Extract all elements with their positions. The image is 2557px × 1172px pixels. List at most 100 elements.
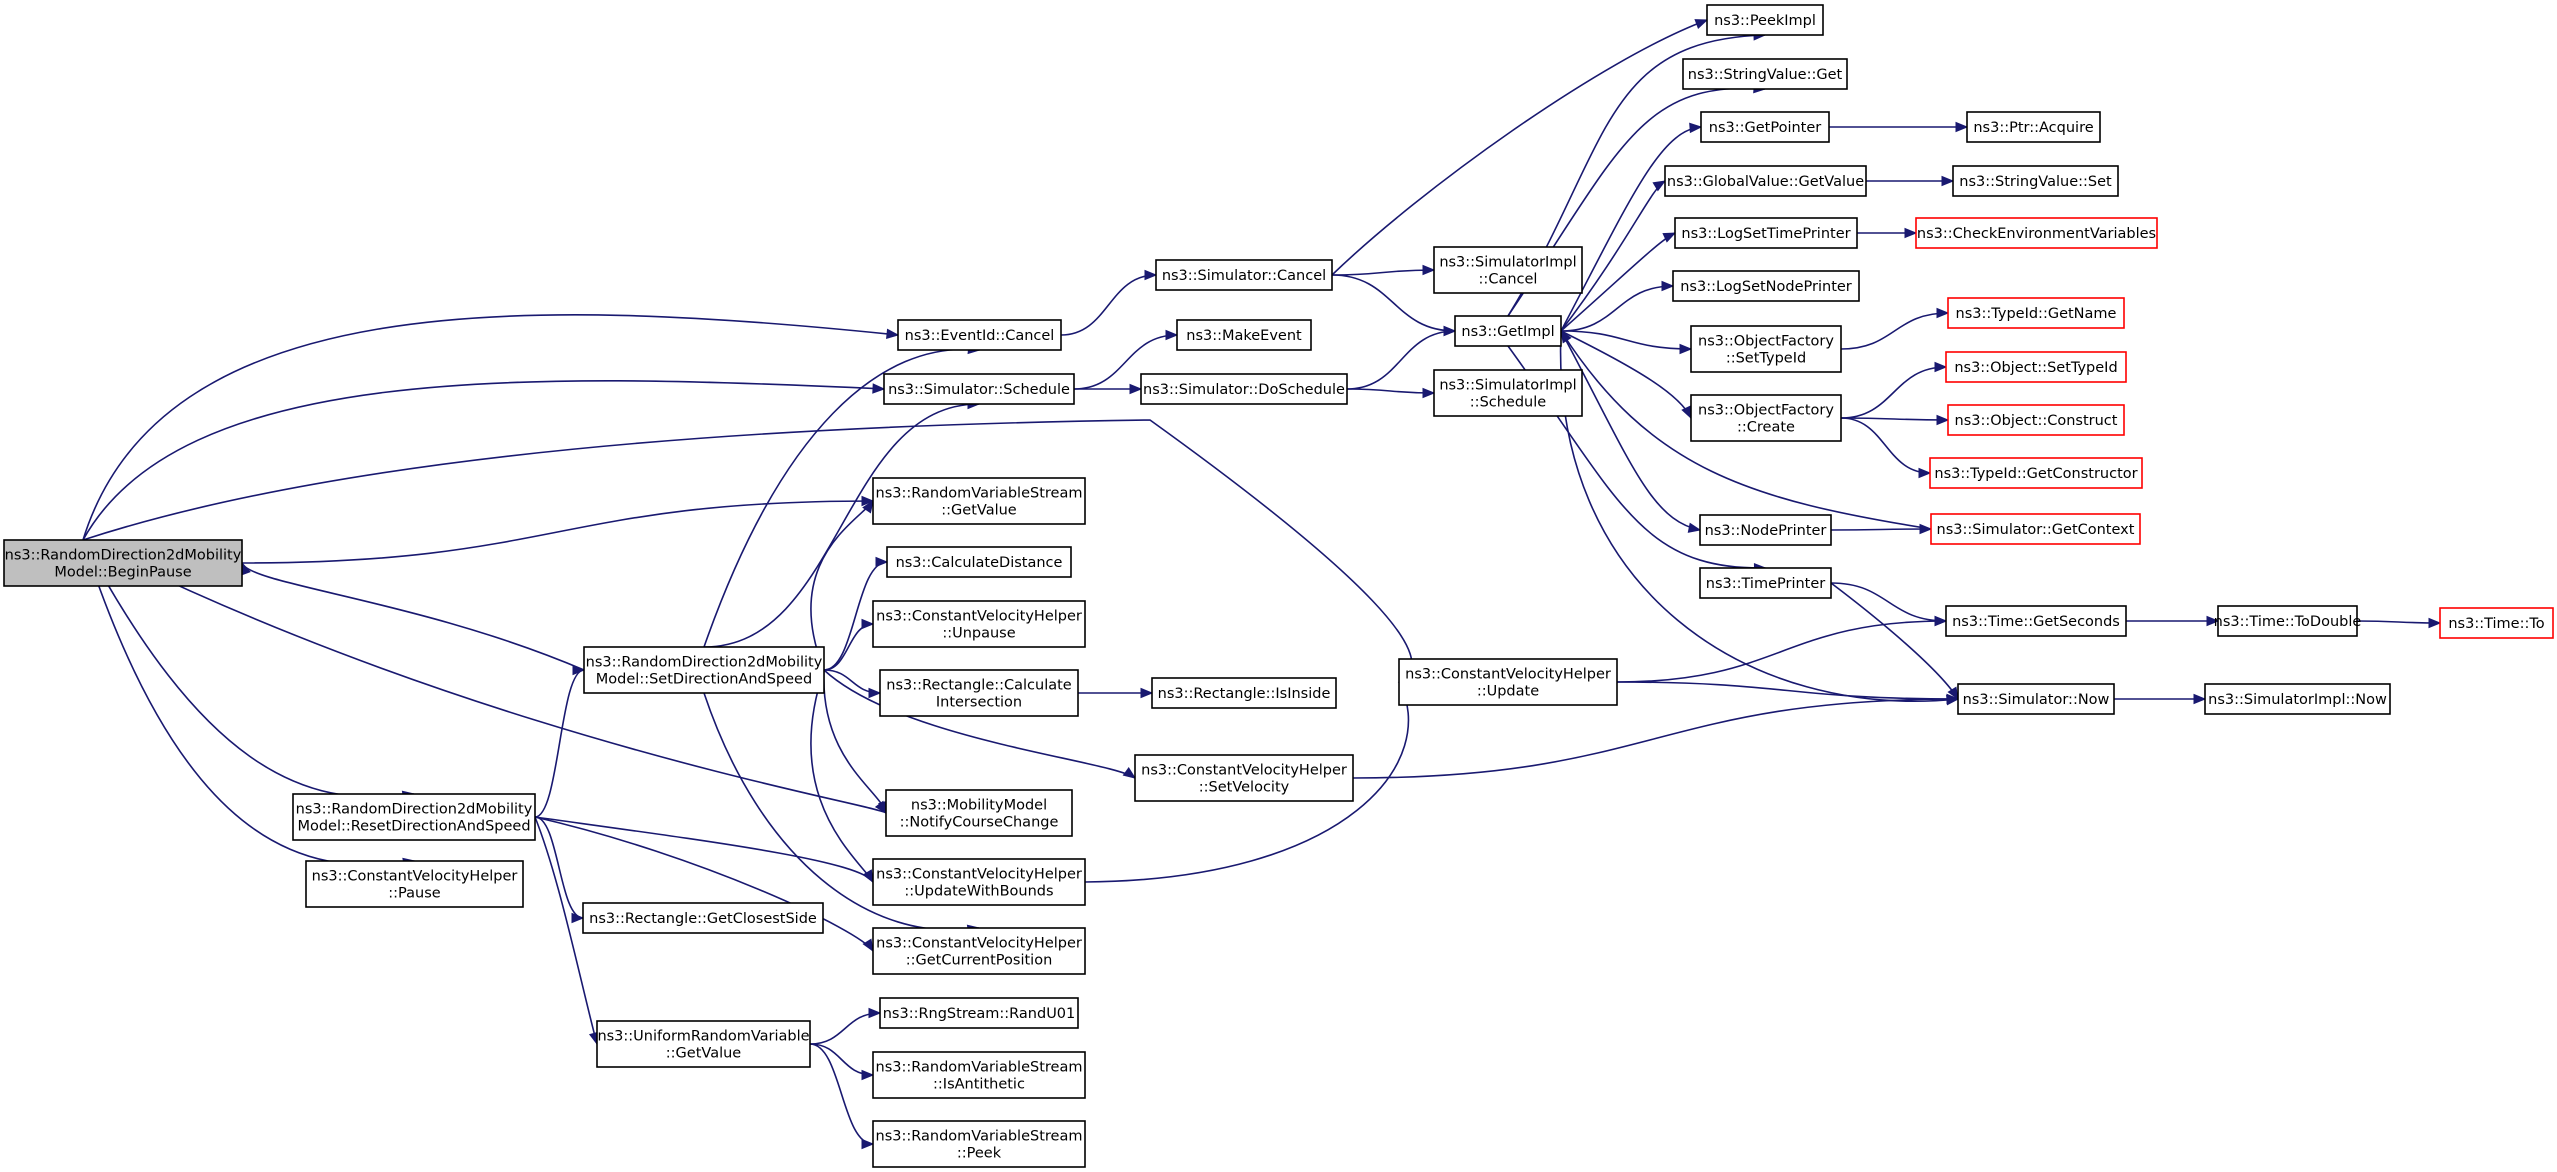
node-reset_dir[interactable]: ns3::RandomDirection2dMobilityModel::Res… <box>292 793 536 841</box>
node-strval_get[interactable]: ns3::StringValue::Get <box>1682 58 1848 90</box>
arrowhead-rect_calc-to-rect_inside <box>1140 687 1154 699</box>
node-box <box>1945 351 2127 383</box>
node-box <box>885 789 1073 837</box>
edge-sim_dosched-to-simimpl_sched <box>1346 388 1435 394</box>
node-get_pointer[interactable]: ns3::GetPointer <box>1700 111 1830 143</box>
node-check_env[interactable]: ns3::CheckEnvironmentVariables <box>1915 217 2158 249</box>
node-set_dir[interactable]: ns3::RandomDirection2dMobilityModel::Set… <box>583 646 825 694</box>
arrowhead-reset_dir-to-set_dir <box>572 664 586 676</box>
node-label: ::Unpause <box>942 626 1015 642</box>
node-box <box>1134 754 1354 802</box>
node-label: ns3::TimePrinter <box>1706 576 1826 592</box>
edge-sim_dosched-to-get_impl <box>1346 330 1456 390</box>
node-rvs_anti[interactable]: ns3::RandomVariableStream::IsAntithetic <box>872 1051 1086 1099</box>
node-begin_pause[interactable]: ns3::RandomDirection2dMobilityModel::Beg… <box>3 539 243 587</box>
node-cvh_setvel[interactable]: ns3::ConstantVelocityHelper::SetVelocity <box>1134 754 1354 802</box>
edge-sim_cancel-to-peek_impl <box>1331 19 1708 276</box>
node-get_impl[interactable]: ns3::GetImpl <box>1454 315 1562 347</box>
node-peek_impl[interactable]: ns3::PeekImpl <box>1706 4 1824 36</box>
node-sim_cancel[interactable]: ns3::Simulator::Cancel <box>1155 259 1333 291</box>
node-of_create[interactable]: ns3::ObjectFactory::Create <box>1690 394 1842 442</box>
node-rvs_peek[interactable]: ns3::RandomVariableStream::Peek <box>872 1120 1086 1168</box>
node-label: ns3::GetImpl <box>1461 324 1554 340</box>
node-box <box>1947 297 2125 329</box>
edge-sim_cancel-to-get_impl <box>1331 274 1456 332</box>
arrowhead-of_create-to-typeid_ctor <box>1918 467 1932 479</box>
node-sim_getctx[interactable]: ns3::Simulator::GetContext <box>1930 513 2141 545</box>
node-sim_now[interactable]: ns3::Simulator::Now <box>1957 683 2115 715</box>
node-simimpl_now[interactable]: ns3::SimulatorImpl::Now <box>2204 683 2391 715</box>
node-mm_notify[interactable]: ns3::MobilityModel::NotifyCourseChange <box>885 789 1073 837</box>
node-rng_randu01[interactable]: ns3::RngStream::RandU01 <box>879 997 1079 1029</box>
edge-get_impl-to-sim_now <box>1559 330 1959 702</box>
node-box <box>1957 683 2115 715</box>
node-label: ns3::RandomDirection2dMobility <box>586 655 823 671</box>
node-label: ns3::Object::SetTypeId <box>1954 360 2117 376</box>
edge-begin_pause-to-sim_schedule <box>82 379 885 541</box>
node-layer: ns3::RandomDirection2dMobilityModel::Beg… <box>3 4 2554 1168</box>
node-simimpl_sched[interactable]: ns3::SimulatorImpl::Schedule <box>1433 369 1583 417</box>
node-obj_construct[interactable]: ns3::Object::Construct <box>1947 404 2125 436</box>
node-box <box>872 600 1086 648</box>
node-box <box>872 1051 1086 1099</box>
node-calc_dist[interactable]: ns3::CalculateDistance <box>886 546 1072 578</box>
node-time_getsec[interactable]: ns3::Time::GetSeconds <box>1945 605 2127 637</box>
node-label: ns3::Simulator::Schedule <box>888 382 1070 398</box>
node-rect_closest[interactable]: ns3::Rectangle::GetClosestSide <box>582 902 824 934</box>
node-obj_settypeid[interactable]: ns3::Object::SetTypeId <box>1945 351 2127 383</box>
node-label: ns3::RandomVariableStream <box>876 1129 1083 1145</box>
node-cvh_unpause[interactable]: ns3::ConstantVelocityHelper::Unpause <box>872 600 1086 648</box>
node-strval_set[interactable]: ns3::StringValue::Set <box>1952 165 2119 197</box>
node-rvs_get[interactable]: ns3::RandomVariableStream::GetValue <box>872 477 1086 525</box>
node-label: ::Peek <box>957 1146 1002 1162</box>
node-sim_dosched[interactable]: ns3::Simulator::DoSchedule <box>1140 373 1348 405</box>
node-label: ns3::ObjectFactory <box>1698 403 1834 419</box>
node-make_event[interactable]: ns3::MakeEvent <box>1176 319 1312 351</box>
node-log_node[interactable]: ns3::LogSetNodePrinter <box>1672 270 1860 302</box>
node-cvh_update[interactable]: ns3::ConstantVelocityHelper::Update <box>1398 658 1618 706</box>
edge-of_create-to-obj_settypeid <box>1840 366 1947 419</box>
arrowhead-get_impl-to-log_node <box>1661 280 1675 292</box>
edge-set_dir-to-event_cancel <box>703 348 980 648</box>
node-simimpl_cancel[interactable]: ns3::SimulatorImpl::Cancel <box>1433 246 1583 294</box>
node-gv_getvalue[interactable]: ns3::GlobalValue::GetValue <box>1664 165 1867 197</box>
node-label: ns3::Time::To <box>2448 616 2544 632</box>
node-sim_schedule[interactable]: ns3::Simulator::Schedule <box>883 373 1075 405</box>
node-log_time[interactable]: ns3::LogSetTimePrinter <box>1674 217 1858 249</box>
node-node_printer[interactable]: ns3::NodePrinter <box>1699 514 1832 546</box>
arrowhead-of_create-to-obj_construct <box>1936 414 1950 426</box>
edge-set_dir-to-begin_pause <box>241 562 585 671</box>
arrowhead-uniform_get-to-rng_randu01 <box>868 1007 882 1019</box>
node-time_printer[interactable]: ns3::TimePrinter <box>1699 567 1832 599</box>
node-label: ns3::StringValue::Get <box>1688 67 1843 83</box>
arrowhead-time_getsec-to-time_todouble <box>2206 615 2220 627</box>
edge-uniform_get-to-rvs_anti <box>809 1043 874 1076</box>
arrowhead-time_todouble-to-time_to <box>2428 617 2442 629</box>
node-box <box>3 539 243 587</box>
node-box <box>1700 111 1830 143</box>
node-of_settypeid[interactable]: ns3::ObjectFactory::SetTypeId <box>1690 325 1842 373</box>
node-label: ns3::Object::Construct <box>1955 413 2118 429</box>
node-cvh_upd_bounds[interactable]: ns3::ConstantVelocityHelper::UpdateWithB… <box>872 858 1086 906</box>
node-rect_inside[interactable]: ns3::Rectangle::IsInside <box>1151 677 1337 709</box>
arrowhead-set_dir-to-cvh_setvel <box>1122 767 1137 779</box>
node-typeid_ctor[interactable]: ns3::TypeId::GetConstructor <box>1929 457 2143 489</box>
node-ptr_acquire[interactable]: ns3::Ptr::Acquire <box>1966 111 2101 143</box>
node-label: ns3::ConstantVelocityHelper <box>876 936 1082 952</box>
node-time_todouble[interactable]: ns3::Time::ToDouble <box>2214 605 2362 637</box>
node-time_to[interactable]: ns3::Time::To <box>2439 607 2554 639</box>
node-cvh_get_pos[interactable]: ns3::ConstantVelocityHelper::GetCurrentP… <box>872 927 1086 975</box>
node-label: ::Cancel <box>1479 272 1538 288</box>
node-uniform_get[interactable]: ns3::UniformRandomVariable::GetValue <box>596 1020 811 1068</box>
node-box <box>1952 165 2119 197</box>
node-event_cancel[interactable]: ns3::EventId::Cancel <box>897 319 1062 351</box>
node-label: ns3::CalculateDistance <box>896 555 1063 571</box>
node-box <box>872 858 1086 906</box>
node-typeid_name[interactable]: ns3::TypeId::GetName <box>1947 297 2125 329</box>
node-cvh_pause[interactable]: ns3::ConstantVelocityHelper::Pause <box>305 860 524 908</box>
node-box <box>1454 315 1562 347</box>
edge-set_dir-to-cvh_unpause <box>823 623 874 671</box>
edge-sim_getctx-to-get_impl <box>1560 330 1932 530</box>
node-label: ns3::Simulator::GetContext <box>1937 522 2135 538</box>
